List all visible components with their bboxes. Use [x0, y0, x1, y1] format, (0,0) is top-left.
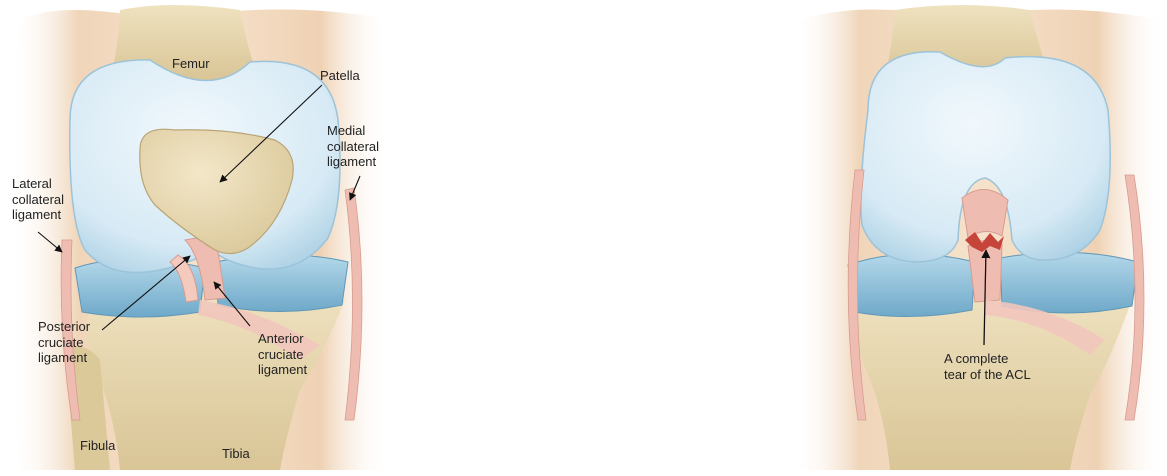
- acl-tear-label: A complete tear of the ACL: [944, 351, 1031, 382]
- lateral-meniscus-right: [848, 254, 975, 316]
- tibia-label: Tibia: [222, 446, 250, 462]
- torn-acl-knee-illustration: [793, 5, 1166, 470]
- medial-collateral-label: Medial collateral ligament: [327, 123, 379, 170]
- anterior-cruciate-label: Anterior cruciate ligament: [258, 331, 307, 378]
- torn-acl-upper: [962, 189, 1008, 238]
- posterior-cruciate-label: Posterior cruciate ligament: [38, 319, 90, 366]
- patella-label: Patella: [320, 68, 360, 84]
- lateral-collateral-label: Lateral collateral ligament: [12, 176, 64, 223]
- femur-label: Femur: [172, 56, 210, 72]
- medial-meniscus-right: [1000, 252, 1138, 313]
- fibula-label: Fibula: [80, 438, 115, 454]
